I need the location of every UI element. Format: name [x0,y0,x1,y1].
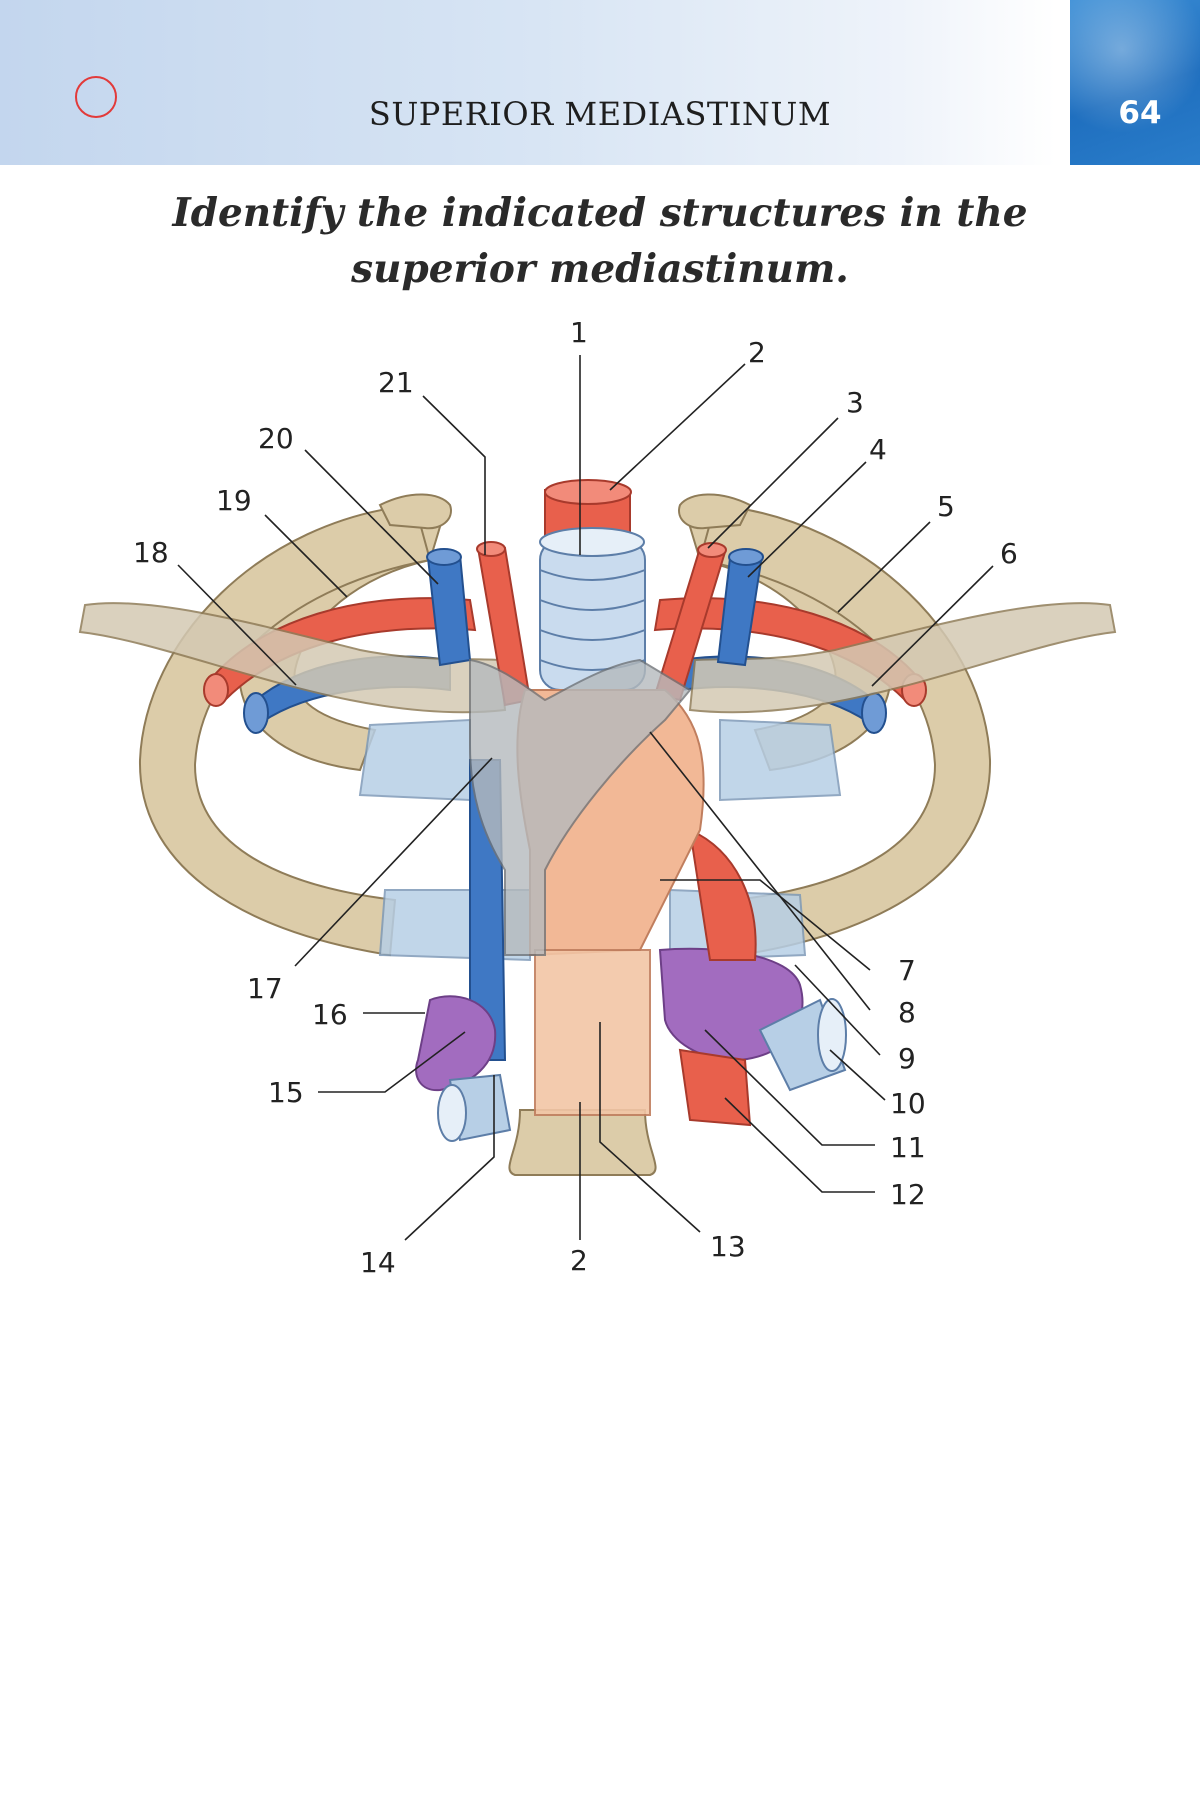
marker-circle-icon [75,76,117,118]
callout-6: 6 [1000,537,1018,570]
right-internal-jugular-vein-top [426,548,462,566]
trachea [539,527,646,691]
right-subclavian-artery-end [203,673,229,707]
callout-3: 3 [846,386,864,419]
callout-16: 16 [312,998,348,1031]
esophagus-lumen [544,479,632,505]
page-header [0,0,1200,165]
right-subclavian-vein-end [243,692,269,734]
callout-17: 17 [247,972,283,1005]
callout-12: 12 [890,1178,926,1211]
left-internal-jugular-vein-top [728,548,764,566]
instruction-line-2: superior mediastinum. [351,246,849,292]
callout-5: 5 [937,490,955,523]
instruction-text: Identify the indicated structures in the… [0,185,1200,297]
costal-cartilage-1-right [719,718,842,802]
leader-12 [724,1097,875,1193]
leader-14 [404,1075,495,1241]
page-number: 64 [1118,95,1162,131]
leader-5 [837,521,931,613]
callout-2-lower: 2 [570,1244,588,1277]
leader-8 [649,731,871,1011]
callout-8: 8 [898,996,916,1029]
leader-6 [871,565,994,687]
page-tab-sheen [1070,0,1200,165]
right-bronchus [437,1073,512,1142]
callout-7: 7 [898,954,916,987]
tracheal-ring [539,569,646,581]
descending-aorta [678,1048,752,1127]
costal-cartilage-1-left [358,718,471,802]
leader-lines [177,355,994,1241]
right-internal-jugular-vein [426,553,472,667]
trachea-esophagus-top [539,479,646,691]
callout-10: 10 [890,1087,926,1120]
callout-19: 19 [216,484,252,517]
leader-19 [264,514,348,598]
leader-21 [422,395,486,555]
trachea-lumen [539,527,645,557]
left-bronchus-lumen [817,998,847,1072]
mediastinum-diagram: 1 2 3 4 5 6 7 8 9 10 11 12 13 2 14 15 16… [78,316,1117,1279]
callout-2: 2 [748,336,766,369]
leader-13 [599,1022,701,1233]
tracheal-ring [539,599,646,611]
left-subclavian-vein-end [861,692,887,734]
callout-4: 4 [869,433,887,466]
manubrium [469,658,692,956]
instruction-line-1: Identify the indicated structures in the [172,190,1028,236]
page-tab [1070,0,1200,165]
leader-9 [794,964,881,1056]
rib-head-right [678,493,752,530]
vertebra [508,1109,657,1176]
callout-18: 18 [133,536,169,569]
leader-7 [660,879,871,971]
leader-3 [707,417,839,549]
callout-9: 9 [898,1042,916,1075]
right-pulmonary-artery [415,995,497,1092]
esophagus-lower [534,949,651,1116]
callout-21: 21 [378,366,414,399]
callout-15: 15 [268,1076,304,1109]
right-common-carotid-top [476,541,506,557]
left-clavicle [688,602,1117,714]
leader-15 [318,1031,466,1093]
left-bronchus [758,998,847,1092]
callout-14: 14 [360,1246,396,1279]
tracheal-ring [539,629,646,641]
sternum [469,658,692,956]
section-title: SUPERIOR MEDIASTINUM [368,95,832,133]
callout-1: 1 [570,316,588,349]
right-bronchus-lumen [437,1084,467,1142]
callout-11: 11 [890,1131,926,1164]
leader-4 [747,461,867,578]
leader-17 [294,757,493,967]
rib-head-left [378,493,452,530]
callout-20: 20 [258,422,294,455]
leader-10 [829,1049,886,1101]
leader-20 [304,449,439,585]
callout-13: 13 [710,1230,746,1263]
leader-2 [609,363,746,491]
leader-11 [704,1029,875,1146]
leader-18 [177,564,297,686]
callout-labels: 1 2 3 4 5 6 7 8 9 10 11 12 13 2 14 15 16… [133,316,1018,1279]
aortic-arch-edge [688,828,757,961]
